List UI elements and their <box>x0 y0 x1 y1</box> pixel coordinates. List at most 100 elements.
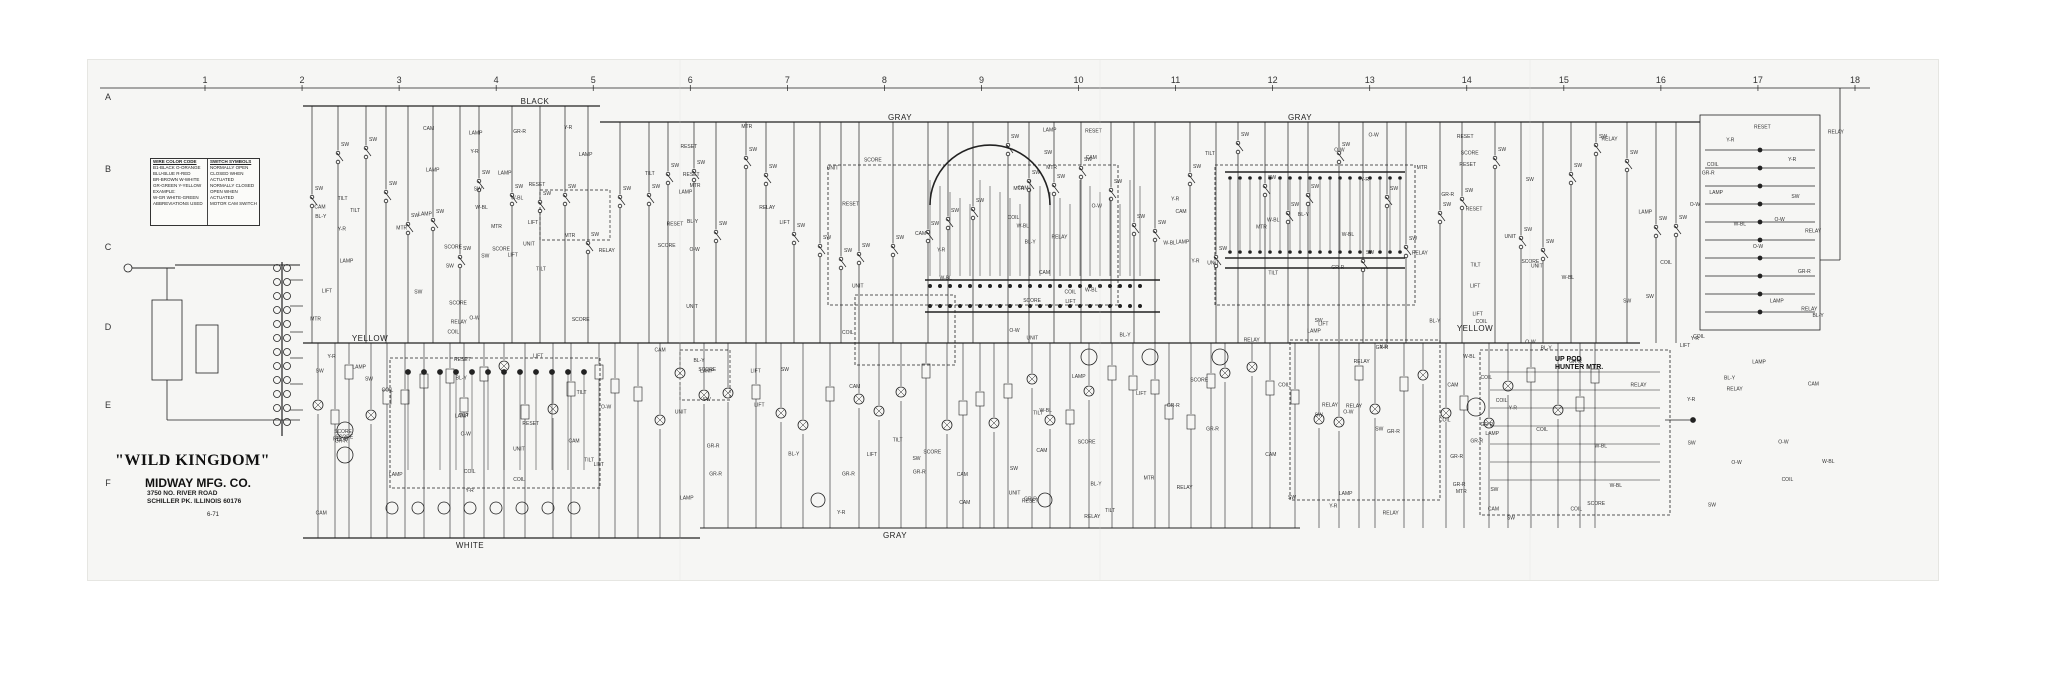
wire-annotation: W-BL <box>1342 232 1355 238</box>
stepper-contact-icon <box>1248 176 1252 180</box>
row-letter: D <box>105 322 112 332</box>
stepper-contact-icon <box>1238 250 1242 254</box>
gray-bottom-bus-label: GRAY <box>883 531 907 540</box>
wire-annotation: Y-R <box>1509 406 1518 412</box>
wire-annotation: W-BL <box>1085 287 1098 293</box>
wire-color-legend: WIRE COLOR CODE B1-BLACK O-ORANGE BLU-BL… <box>153 159 205 207</box>
wire-annotation: RESET <box>667 221 684 227</box>
switch-legend-line: NORMALLY CLOSED <box>210 183 255 188</box>
wire-annotation: O-W <box>1778 439 1789 445</box>
lamp-icon <box>873 405 885 417</box>
wire-annotation: CAM <box>849 384 860 390</box>
wire-annotation: SCORE <box>658 243 676 249</box>
switch-blade <box>1569 173 1577 183</box>
switch-contact-icon <box>1653 233 1659 239</box>
switch-blade <box>458 256 466 266</box>
stepper-contact-icon <box>1348 176 1352 180</box>
wire-annotation: LAMP <box>389 472 403 478</box>
switch-contact-icon <box>335 159 341 165</box>
wire-annotation: TILT <box>1205 151 1215 157</box>
stepper-contact-icon <box>1258 250 1262 254</box>
transformer-coil-icon <box>283 278 291 286</box>
wire-annotation: BL-Y <box>1298 212 1310 218</box>
coil-icon <box>594 364 604 380</box>
stepper-contact-icon <box>1368 250 1372 254</box>
transformer-coil-icon <box>273 292 281 300</box>
stepper-contact-icon <box>968 303 973 308</box>
switch-blade <box>1337 152 1345 162</box>
wire-annotation: LIFT <box>1136 391 1146 397</box>
coil-icon <box>1399 376 1409 392</box>
wire-annotation: Y-R <box>1361 177 1370 183</box>
wire-annotation: COIL <box>382 388 394 394</box>
program-contact-icon <box>1757 273 1763 279</box>
wire-annotation: LAMP <box>426 167 440 173</box>
score-contact-icon <box>549 369 555 375</box>
column-number: 13 <box>1365 75 1375 85</box>
score-lamp-icon <box>411 501 425 515</box>
wire-annotation: RELAY <box>1602 136 1619 142</box>
wire-annotation: RELAY <box>759 205 776 211</box>
lamp-icon <box>1552 404 1564 416</box>
switch-mini-label: SW <box>931 221 939 227</box>
switch-mini-label: SW <box>1599 134 1607 140</box>
switch-mini-label: SW <box>1241 132 1249 138</box>
stepper-contact-icon <box>948 303 953 308</box>
transformer-coil-icon <box>283 306 291 314</box>
transformer-coil-icon <box>283 362 291 370</box>
switch-contact-icon <box>925 238 931 244</box>
wire-annotation: RELAY <box>1346 403 1363 409</box>
stepper-contact-icon <box>1298 250 1302 254</box>
wire-annotation: TILT <box>1268 270 1278 276</box>
switch-contact-icon <box>763 181 769 187</box>
switch-mini-label: SW <box>1342 142 1350 148</box>
switch-legend-line: CLOSED WHEN <box>210 171 244 176</box>
wire-annotation: SCORE <box>1190 378 1208 384</box>
switch-contact-icon <box>430 226 436 232</box>
score-lamp-icon <box>489 501 503 515</box>
score-unit-top-box <box>389 357 601 489</box>
lamp-filament <box>1335 418 1343 426</box>
switch-mini-label: SW <box>671 163 679 169</box>
wire-annotation: W-BL <box>940 275 953 281</box>
switch-blade <box>1188 174 1196 184</box>
wire-annotation: LAMP <box>418 212 432 218</box>
switch-contact-icon <box>476 187 482 193</box>
program-contact-icon <box>1757 183 1763 189</box>
stepper-contact-icon <box>1238 176 1242 180</box>
wire-annotation: O-W <box>601 404 612 410</box>
wire-annotation: LAMP <box>680 496 694 502</box>
wire-annotation: SCORE <box>864 157 882 163</box>
switch-mini-label: SW <box>463 246 471 252</box>
motor-icon <box>1037 492 1053 508</box>
wire-legend-line: BR-BROWN W-WHITE <box>153 177 200 182</box>
wire-annotation: O-W <box>689 247 700 253</box>
switch-contact-icon <box>1005 151 1011 157</box>
wire-annotation: LAMP <box>1176 239 1190 245</box>
wire-annotation: LAMP <box>579 152 593 158</box>
switch-contact-icon <box>1235 149 1241 155</box>
switch-blade <box>744 157 752 167</box>
motor-icon <box>336 446 354 464</box>
wire-annotation: SCORE <box>1521 259 1539 265</box>
stepper-contact-icon <box>1018 283 1023 288</box>
switch-contact-icon <box>1305 201 1311 207</box>
switch-contact-icon <box>1262 192 1268 198</box>
wire-annotation: Y-R <box>1171 196 1180 202</box>
stepper-contact-icon <box>1318 250 1322 254</box>
wire-annotation: UNIT <box>523 241 535 247</box>
switch-legend-line: NORMALLY OPEN <box>210 165 249 170</box>
lamp-filament <box>700 391 708 399</box>
wire-legend-line: B1-BLACK O-ORANGE <box>153 165 201 170</box>
transformer-coil-icon <box>273 390 281 398</box>
lamp-filament <box>777 409 785 417</box>
switch-mini-label: SW <box>1390 186 1398 192</box>
wire-annotation: LAMP <box>1752 359 1766 365</box>
wire-annotation: SW <box>1315 318 1323 324</box>
stepper-contact-icon <box>1068 303 1073 308</box>
wire-annotation: GR-R <box>1569 359 1582 365</box>
wire-annotation: RELAY <box>333 437 350 443</box>
wire-annotation: TILT <box>645 171 655 177</box>
wire-annotation: UNIT <box>1504 234 1516 240</box>
